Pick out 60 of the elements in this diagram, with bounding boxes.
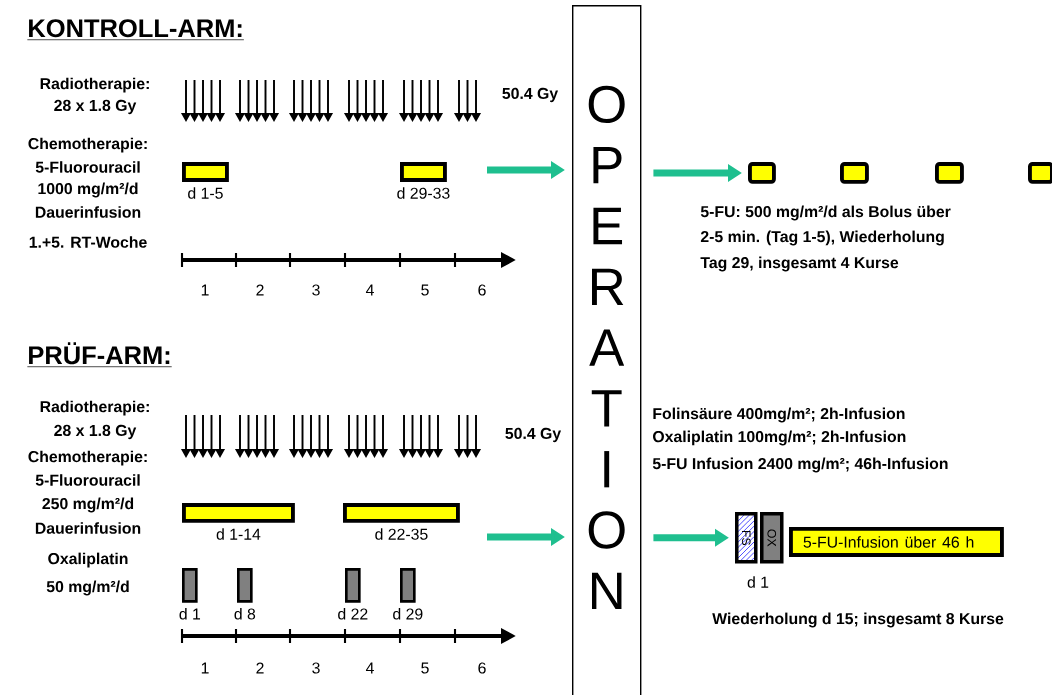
oxaliplatin-bar xyxy=(237,568,253,603)
note-text: Wiederholung d 15; insgesamt 8 Kurse xyxy=(712,612,1004,628)
axis-number: 6 xyxy=(478,662,486,674)
row-label: Radiotherapie: xyxy=(40,400,149,416)
infusion-bar xyxy=(1028,162,1052,184)
day-label: d 1-14 xyxy=(216,528,261,540)
axis-number: 1 xyxy=(201,662,209,674)
note-text: 2-5 min. (Tag 1-5), Wiederholung xyxy=(700,230,944,246)
note-text: 5-FU: 500 mg/m²/d als Bolus über xyxy=(700,205,951,221)
drug-box: FS xyxy=(735,512,758,564)
day-label: d 1 xyxy=(747,576,769,588)
day-label: d 29 xyxy=(393,608,423,620)
arm-heading: KONTROLL-ARM: xyxy=(27,19,245,41)
row-label: 5-Fluorouracil xyxy=(35,161,140,173)
axis-number: 5 xyxy=(421,284,429,296)
infusion-bar xyxy=(748,162,776,184)
infusion-bar xyxy=(840,162,869,184)
day-label: d 8 xyxy=(234,608,256,620)
row-label: 28 x 1.8 Gy xyxy=(54,99,137,115)
oxaliplatin-bar xyxy=(182,568,198,603)
axis-number: 3 xyxy=(312,284,320,296)
drug-box: OX xyxy=(760,512,784,564)
infusion-bar xyxy=(400,162,447,182)
day-label: d 1 xyxy=(179,608,200,620)
row-label: Dauerinfusion xyxy=(35,206,141,218)
axis-number: 2 xyxy=(256,662,264,674)
axis-number: 2 xyxy=(256,284,264,296)
axis-number: 4 xyxy=(365,662,374,674)
row-label: 50 mg/m²/d xyxy=(46,580,129,596)
row-label: 1.+5. RT-Woche xyxy=(29,236,147,248)
day-label: d 22 xyxy=(338,608,368,620)
oxaliplatin-bar xyxy=(345,568,361,603)
infusion-bar xyxy=(935,162,964,184)
day-label: d 22-35 xyxy=(375,528,428,540)
row-label: Chemotherapie: xyxy=(28,137,147,153)
axis-number: 1 xyxy=(201,284,209,296)
dose-label: 50.4 Gy xyxy=(502,87,559,103)
row-label: Radiotherapie: xyxy=(40,77,149,93)
oxaliplatin-bar xyxy=(400,568,416,603)
row-label: 250 mg/m²/d xyxy=(42,497,134,513)
axis-number: 6 xyxy=(478,284,486,296)
row-label: Chemotherapie: xyxy=(28,450,147,466)
infusion-bar xyxy=(182,162,229,182)
infusion-bar xyxy=(343,503,460,523)
infusion-bar: 5-FU-Infusion über 46 h xyxy=(789,527,1004,557)
row-label: 1000 mg/m²/d xyxy=(38,182,138,198)
day-label: d 29-33 xyxy=(397,187,450,199)
row-label: 5-Fluorouracil xyxy=(35,474,140,486)
axis-number: 3 xyxy=(312,662,320,674)
operation-box: OPERATION xyxy=(572,5,642,695)
axis-number: 5 xyxy=(421,662,429,674)
note-text: 5-FU Infusion 2400 mg/m²; 46h-Infusion xyxy=(652,457,948,473)
note-text: Tag 29, insgesamt 4 Kurse xyxy=(700,256,899,272)
infusion-bar xyxy=(182,503,295,523)
row-label: 28 x 1.8 Gy xyxy=(54,424,137,440)
row-label: Oxaliplatin xyxy=(48,552,128,568)
day-label: d 1-5 xyxy=(188,187,223,199)
axis-number: 4 xyxy=(365,284,374,296)
row-label: Dauerinfusion xyxy=(35,522,141,534)
arm-heading: PRÜF-ARM: xyxy=(27,342,173,368)
